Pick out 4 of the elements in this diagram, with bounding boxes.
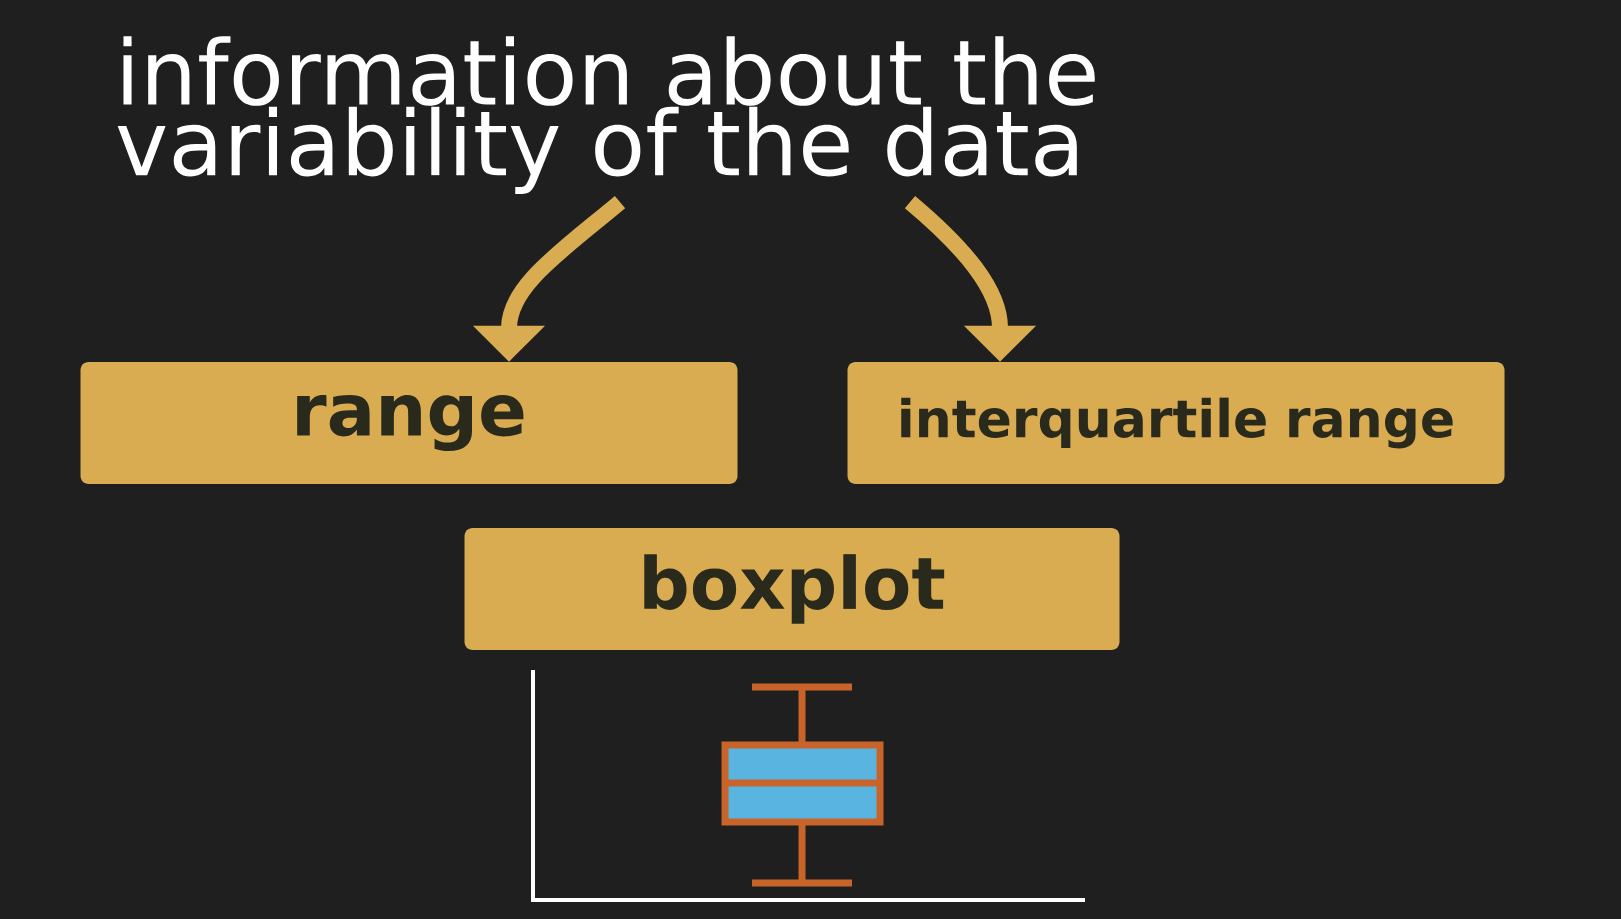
title-text: information about the variability of the data [117, 36, 1095, 194]
label-box: interquartile range [847, 362, 1505, 484]
label-box: range [80, 362, 738, 484]
label-box: boxplot [464, 528, 1120, 650]
